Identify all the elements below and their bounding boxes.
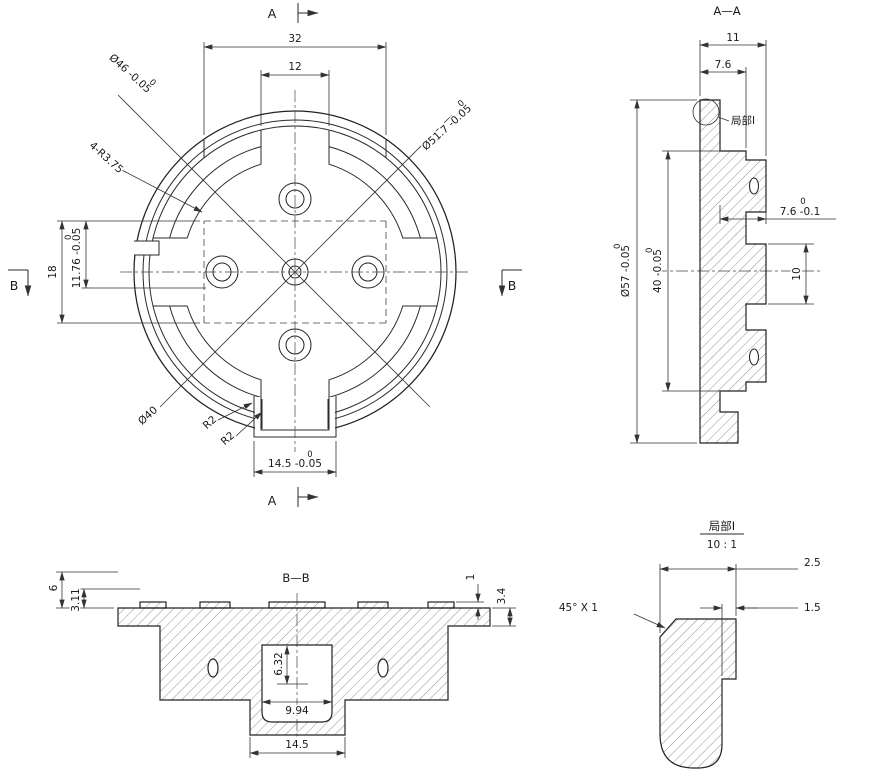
detail-dimensions (633, 564, 798, 676)
dim-d51-7: Ø51.7 -0.05 0 (418, 97, 475, 155)
bb-dimensions (56, 571, 516, 758)
dim-r2-2: R2 (219, 430, 237, 448)
diameter-leader-lines (117, 94, 453, 437)
bb-top-pads (139, 601, 455, 609)
dim-d46: Ø46 -0.05 0 (105, 50, 159, 97)
svg-text:Ø46 -0.05: Ø46 -0.05 (107, 52, 154, 96)
dim-632: 6.32 (273, 652, 285, 675)
section-b-marker-left: B (8, 269, 32, 297)
svg-text:0: 0 (613, 244, 623, 249)
dim-11: 11 (726, 32, 739, 44)
dim-d40: Ø40 (136, 404, 160, 427)
detail-title: 局部I (709, 519, 735, 533)
section-a-marker-top: A (268, 3, 319, 23)
section-label-b-right: B (508, 278, 517, 293)
dim-76-top: 7.6 (715, 59, 732, 71)
section-aa-title: A—A (713, 4, 740, 18)
svg-text:Ø57 -0.05: Ø57 -0.05 (620, 245, 632, 297)
section-aa-view: A—A 局部I (612, 4, 836, 444)
front-dimensions (57, 42, 387, 477)
front-view: 32 12 18 11.76 -0.05 0 Ø46 -0.05 0 Ø51.7… (8, 3, 522, 508)
dim-d57: Ø57 -0.05 0 (612, 242, 634, 298)
detail-circle (692, 98, 720, 126)
dim-r2-1: R2 (201, 414, 219, 432)
svg-text:40 -0.05: 40 -0.05 (652, 249, 664, 293)
svg-text:0: 0 (64, 235, 74, 240)
left-notch-mask (134, 241, 159, 255)
section-bb-title: B—B (282, 571, 309, 585)
section-label-a-top: A (268, 6, 277, 21)
dim-311: 3.11 (70, 588, 82, 611)
section-label-b-left: B (10, 278, 19, 293)
dim-1: 1 (465, 574, 477, 581)
dim-11-76: 11.76 -0.05 0 (63, 226, 85, 290)
dim-76-right: 7.6 -0.1 (780, 206, 821, 218)
dim-25: 2.5 (804, 557, 821, 569)
detail-callout-label: 局部I (731, 114, 755, 127)
aa-section-profile (699, 99, 767, 444)
dim-15: 1.5 (804, 602, 821, 614)
section-bb-view: B—B 6 3. (47, 571, 516, 758)
detail-view: 局部I 10 : 1 2.5 1.5 45° X 1 (557, 519, 822, 769)
svg-text:0: 0 (645, 248, 655, 253)
hidden-profile-rect (203, 220, 387, 324)
detail-scale: 10 : 1 (707, 539, 737, 551)
dim-6: 6 (48, 584, 60, 591)
dim-10: 10 (791, 267, 803, 280)
detail-profile (659, 618, 737, 769)
aa-dimensions (630, 40, 836, 444)
section-label-a-bottom: A (268, 493, 277, 508)
dim-18: 18 (47, 265, 59, 278)
aa-holes (749, 177, 759, 366)
dim-14-5: 14.5 -0.05 (268, 458, 322, 470)
dim-12: 12 (288, 61, 301, 73)
top-cutout-edges (203, 139, 387, 158)
dim-34: 3.4 (496, 587, 508, 604)
chamfer-note: 45° X 1 (559, 602, 598, 614)
section-b-marker-right: B (498, 269, 522, 297)
aa-detail-callout: 局部I (692, 98, 755, 127)
dim-76-right-upper: 0 (800, 197, 805, 207)
dim-32: 32 (288, 33, 301, 45)
section-a-marker-bottom: A (268, 487, 319, 508)
dim-bb-145: 14.5 (285, 739, 308, 751)
svg-text:Ø51.7 -0.05: Ø51.7 -0.05 (420, 103, 474, 154)
dim-14-5-upper: 0 (307, 450, 312, 460)
svg-text:11.76 -0.05: 11.76 -0.05 (71, 228, 83, 289)
dim-4-r375: 4-R3.75 (87, 140, 126, 176)
dim-994: 9.94 (285, 705, 309, 717)
left-notch-outline (134, 240, 160, 256)
bb-section-profile (117, 607, 491, 736)
dim-40: 40 -0.05 0 (644, 246, 666, 294)
